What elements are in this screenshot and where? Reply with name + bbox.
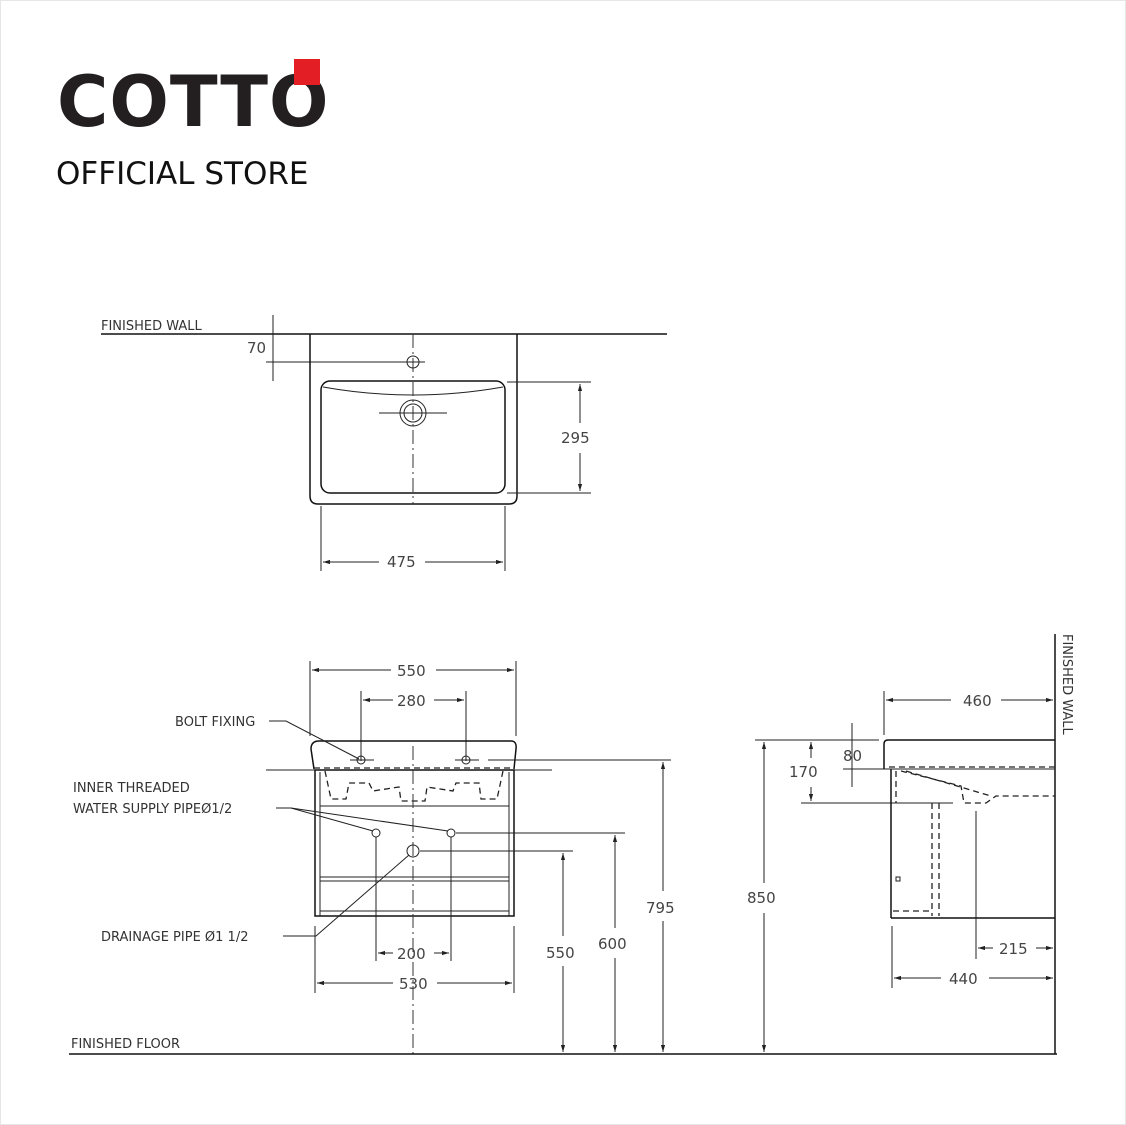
dim-rim-thickness: 80 xyxy=(843,747,862,765)
finished-wall-label: FINISHED WALL xyxy=(101,319,203,334)
dim-overall-width: 550 xyxy=(397,662,426,680)
dim-cabinet-width: 530 xyxy=(399,975,428,993)
dim-supply-spacing: 200 xyxy=(397,945,426,963)
brand-logo-square-icon xyxy=(294,59,320,85)
front-view: 550 280 xyxy=(69,661,1057,1055)
water-supply-label-line2: WATER SUPPLY PIPEØ1/2 xyxy=(73,802,232,817)
dim-bowl-width: 475 xyxy=(387,553,416,571)
dim-supply-height: 600 xyxy=(598,935,627,953)
top-view: FINISHED WALL 70 295 xyxy=(101,315,667,571)
dim-bowl-depth: 295 xyxy=(561,429,590,447)
drainage-pipe-label: DRAINAGE PIPE Ø1 1/2 xyxy=(101,930,248,945)
dim-basin-depth: 170 xyxy=(789,763,818,781)
dim-overall-height: 850 xyxy=(747,889,776,907)
finished-floor-label: FINISHED FLOOR xyxy=(71,1037,180,1052)
side-view: FINISHED WALL 460 80 170 xyxy=(747,634,1074,1054)
dim-drain-offset: 215 xyxy=(999,940,1028,958)
brand-subtitle: OFFICIAL STORE xyxy=(56,156,309,192)
dim-cabinet-depth: 440 xyxy=(949,970,978,988)
side-finished-wall-label: FINISHED WALL xyxy=(1059,634,1074,736)
dim-basin-projection: 460 xyxy=(963,692,992,710)
dim-wall-to-tap: 70 xyxy=(247,339,266,357)
dim-drain-height: 550 xyxy=(546,944,575,962)
brand-logo-text: COTTO xyxy=(57,61,330,143)
water-supply-label-line1: INNER THREADED xyxy=(73,781,190,796)
bolt-fixing-label: BOLT FIXING xyxy=(175,715,255,730)
dim-cabinet-top-height: 795 xyxy=(646,899,675,917)
dim-bolt-spacing: 280 xyxy=(397,692,426,710)
